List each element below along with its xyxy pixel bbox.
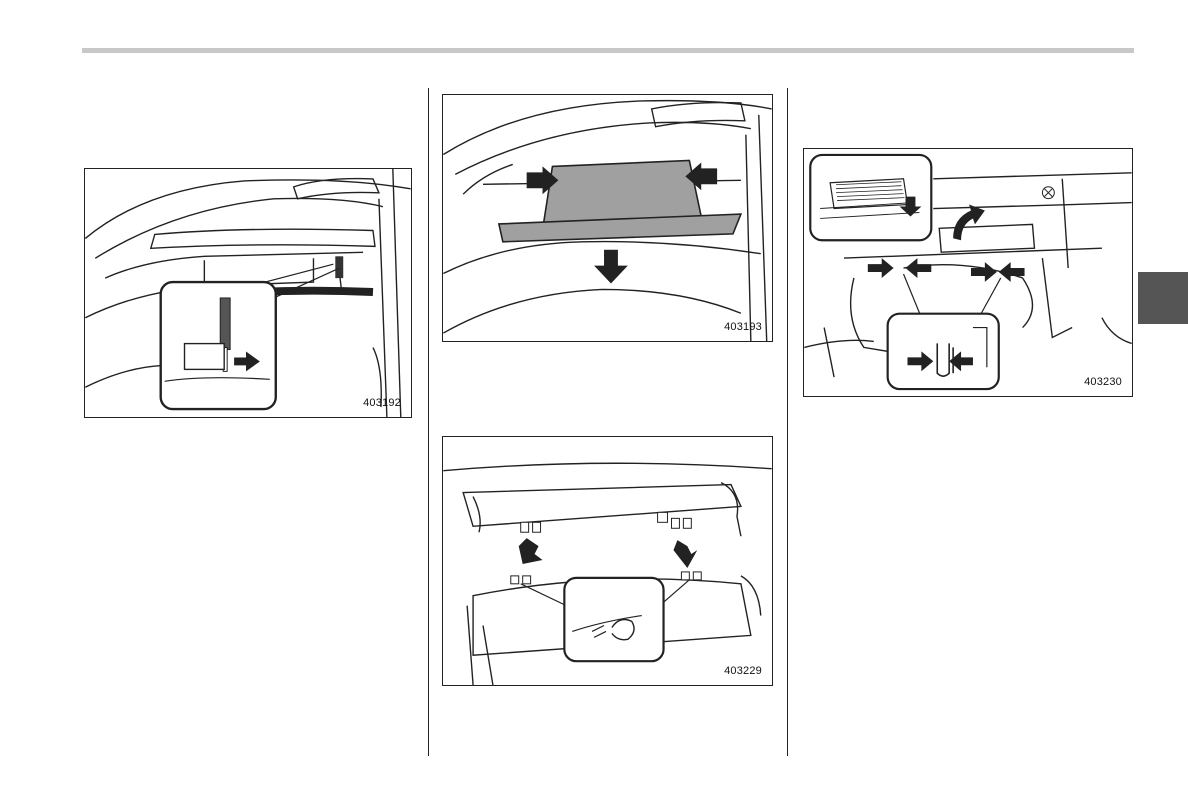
figure-filter-cover: 403230 <box>803 148 1133 397</box>
header-rule <box>82 48 1134 53</box>
figure-glovebox-lowered: 403193 <box>442 94 773 342</box>
column-divider-right <box>787 88 788 756</box>
figure-code-403193: 403193 <box>724 321 762 333</box>
illustration-glovebox-pull <box>443 95 772 341</box>
illustration-damper-release <box>85 169 411 417</box>
figure-code-403192: 403192 <box>363 397 401 409</box>
figure-glovebox-stoppers: 403229 <box>442 436 773 686</box>
chapter-tab <box>1138 272 1188 324</box>
figure-glovebox-damper: 403192 <box>84 168 412 418</box>
figure-code-403229: 403229 <box>724 665 762 677</box>
column-divider-left <box>428 88 429 756</box>
illustration-stopper-clips <box>443 437 772 685</box>
figure-code-403230: 403230 <box>1084 376 1122 388</box>
illustration-filter-removal <box>804 149 1132 396</box>
